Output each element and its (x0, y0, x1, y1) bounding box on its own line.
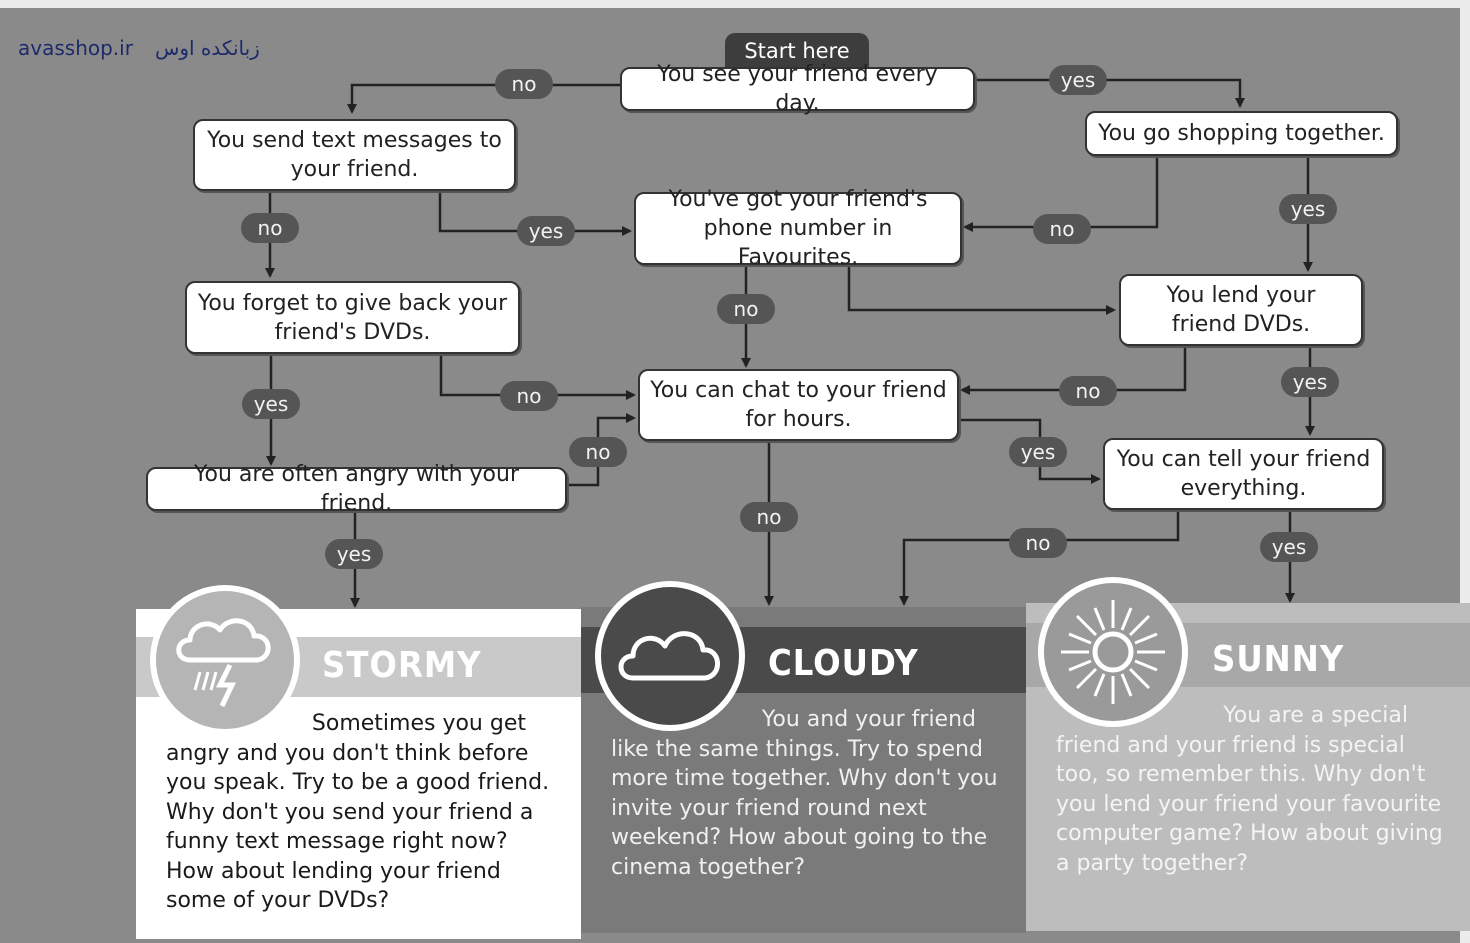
box-see-every-day: You see your friend every day. (620, 62, 975, 116)
stormy-body: angry and you don't think before you spe… (166, 740, 550, 914)
cloudy-title: CLOUDY (768, 643, 919, 684)
cloud-icon (595, 581, 745, 731)
label-texts-yes: yes (517, 216, 575, 246)
cloudy-text: You and your friend like the same things… (611, 705, 1006, 882)
box-go-shopping: You go shopping together. (1085, 111, 1398, 156)
label-dvds-yes: yes (242, 389, 300, 419)
box-angry: You are often angry with your friend. (146, 462, 567, 516)
line-favourites-yes (847, 265, 1116, 315)
box-send-texts: You send text messages to your friend. (193, 119, 516, 191)
label-texts-no: no (241, 213, 299, 243)
sunny-title: SUNNY (1212, 639, 1345, 680)
line-lend-no (960, 346, 1187, 395)
storm-cloud-icon-svg (176, 618, 271, 708)
label-chat-no: no (740, 502, 798, 532)
cloudy-lead: You and your friend (761, 707, 976, 732)
start-here-tab: Start here (725, 33, 869, 69)
top-margin (0, 0, 1470, 8)
label-start-yes: yes (1049, 65, 1107, 95)
label-lend-no: no (1059, 376, 1117, 406)
label-shopping-yes: yes (1279, 194, 1337, 224)
label-lend-yes: yes (1281, 367, 1339, 397)
watermark-farsi: زبانکده اوس (154, 36, 260, 60)
box-chat-hours: You can chat to your friend for hours. (638, 369, 959, 441)
storm-cloud-icon (150, 585, 300, 735)
label-favourites-no: no (717, 294, 775, 324)
line-dvds-no (439, 354, 636, 400)
sunny-body: friend and your friend is special too, s… (1056, 732, 1443, 876)
cloudy-body: like the same things. Try to spend more … (611, 736, 998, 880)
sunny-lead: You are a special (1223, 703, 1408, 728)
sunny-panel: SUNNY You are a special friend and your … (1026, 577, 1470, 931)
line-start-yes (975, 78, 1245, 108)
box-tell-everything: You can tell your friend everything. (1103, 438, 1384, 510)
label-angry-no: no (569, 437, 627, 467)
stormy-text: Sometimes you get angry and you don't th… (166, 709, 556, 916)
stormy-panel: STORMY Sometimes you get angry and you d… (136, 585, 581, 939)
label-tell-no: no (1009, 528, 1067, 558)
watermark: avasshop.ir زبانکده اوس (18, 36, 260, 60)
sun-icon (1038, 577, 1188, 727)
right-margin (1460, 0, 1470, 943)
cloud-icon-svg (618, 631, 720, 681)
line-start-no (347, 83, 620, 114)
label-dvds-no: no (500, 381, 558, 411)
label-angry-yes: yes (325, 539, 383, 569)
line-shopping-no (963, 155, 1159, 232)
box-forget-dvds: You forget to give back your friend's DV… (185, 281, 520, 354)
sun-icon-svg (1061, 600, 1165, 704)
stormy-lead: Sometimes you get (311, 711, 526, 736)
label-chat-yes: yes (1009, 437, 1067, 467)
box-favourites: You've got your friend's phone number in… (634, 187, 962, 270)
label-shopping-no: no (1033, 214, 1091, 244)
stormy-title: STORMY (322, 645, 482, 686)
sunny-text: You are a special friend and your friend… (1056, 701, 1448, 878)
label-start-no: no (495, 69, 553, 99)
cloudy-panel: CLOUDY You and your friend like the same… (581, 581, 1026, 933)
watermark-latin: avasshop.ir (18, 36, 133, 60)
box-lend-dvds: You lend your friend DVDs. (1119, 274, 1363, 346)
label-tell-yes: yes (1260, 532, 1318, 562)
